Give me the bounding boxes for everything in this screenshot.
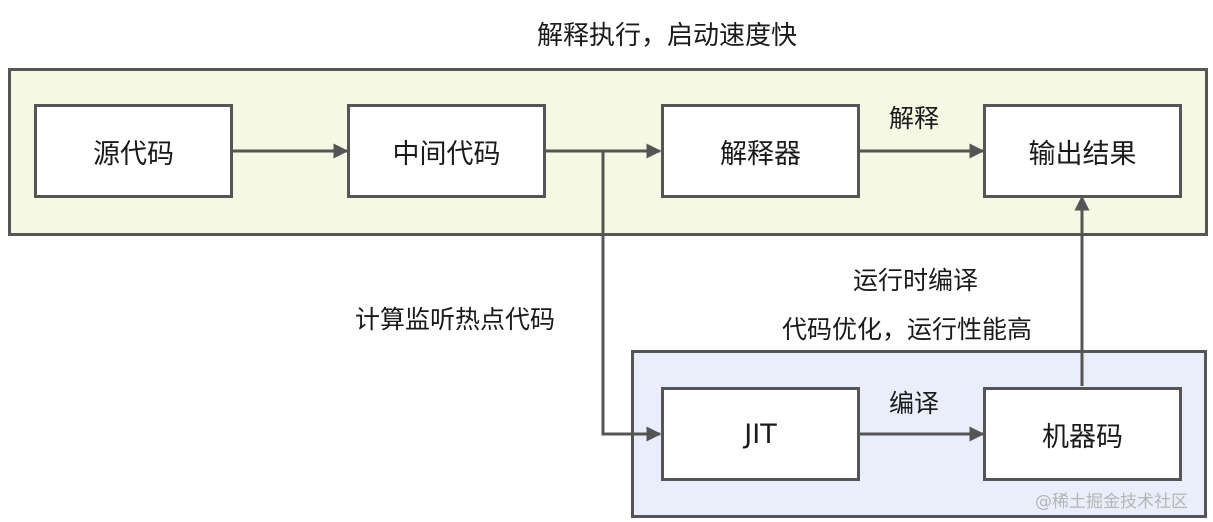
label-optimize: 代码优化，运行性能高 xyxy=(782,315,1033,344)
node-interpreter: 解释器 xyxy=(661,104,860,198)
node-machine-code: 机器码 xyxy=(983,387,1182,481)
node-intermediate-code: 中间代码 xyxy=(347,104,546,198)
node-jit: JIT xyxy=(661,387,860,481)
top-caption: 解释执行，启动速度快 xyxy=(537,21,798,51)
label-hot-code: 计算监听热点代码 xyxy=(355,305,556,334)
watermark: @稀土掘金技术社区 xyxy=(1035,492,1188,512)
edge-intermediate-to-jit xyxy=(601,151,662,442)
node-source-code: 源代码 xyxy=(34,104,233,198)
label-interpret: 解释 xyxy=(889,104,940,133)
label-compile: 编译 xyxy=(889,389,940,418)
label-runtime-compile: 运行时编译 xyxy=(853,266,979,295)
node-output-result: 输出结果 xyxy=(983,104,1182,198)
